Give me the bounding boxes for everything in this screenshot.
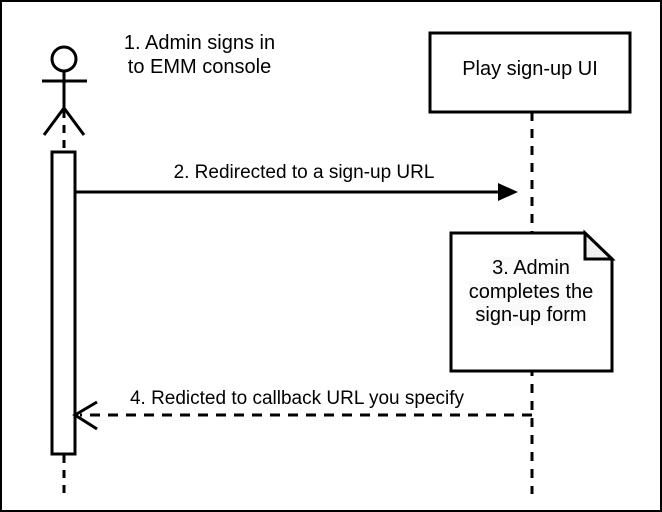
message-4-label: 4. Redicted to callback URL you specify xyxy=(129,388,465,409)
message-4-arrowhead-open xyxy=(72,400,98,431)
note-text-line-1: 3. Admin xyxy=(492,257,570,279)
participant-box-play-signup-ui[interactable] xyxy=(428,31,632,114)
note-text-line-3: sign-up form xyxy=(475,304,587,327)
actor-right-leg-line xyxy=(62,107,86,136)
actor-head-icon xyxy=(50,45,78,73)
participant-label: Play sign-up UI xyxy=(462,58,598,80)
actor-left-leg-line xyxy=(42,107,66,136)
actor-caption-line-1: 1. Admin signs in xyxy=(123,32,276,54)
message-2-arrowhead-filled xyxy=(498,183,518,201)
actor-stick-figure[interactable] xyxy=(42,45,87,136)
message-2-arrow[interactable] xyxy=(75,183,518,201)
message-4-arrow[interactable] xyxy=(72,400,532,431)
message-2-label: 2. Redirected to a sign-up URL xyxy=(173,162,435,183)
actor-activation-bar[interactable] xyxy=(50,150,77,456)
actor-caption-line-2: to EMM console xyxy=(127,55,272,78)
note-folded-corner xyxy=(583,229,616,261)
note-text-line-2: completes the xyxy=(468,280,594,303)
